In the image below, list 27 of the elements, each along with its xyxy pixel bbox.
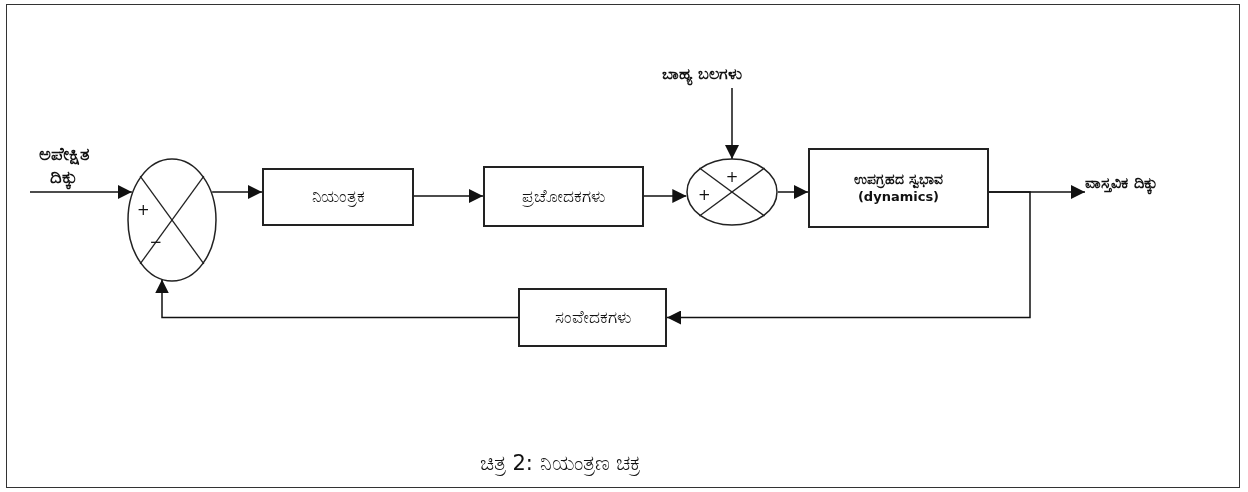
summing-junction: [127, 158, 217, 282]
block-label: ಸಂವೇದಕಗಳು: [554, 306, 631, 329]
block-label: ಪ್ರಚೋದಕಗಳು: [522, 185, 605, 208]
arrow: [155, 278, 519, 319]
caption: ಚಿತ್ರ 2: ನಿಯಂತ್ರಣ ಚಕ್ರ: [478, 450, 642, 478]
sign-label: +: [136, 202, 150, 218]
block-box: [808, 148, 989, 228]
arrow: [643, 189, 688, 203]
arrow: [777, 185, 809, 199]
sign-label: +: [725, 169, 739, 185]
block-label: ಉಪಗ್ರಹದ ಸ್ವಭಾವ: [854, 171, 943, 189]
arrow: [211, 185, 263, 199]
signal-label: ಅಪೇಕ್ಷಿತ ದಿಕ್ಕು: [26, 126, 102, 188]
block-box: [483, 166, 644, 227]
block-sublabel: (dynamics): [857, 188, 940, 205]
arrow: [413, 189, 484, 203]
block-box: [518, 288, 667, 347]
sign-label: +: [698, 187, 711, 203]
arrow: [29, 185, 133, 199]
signal-label: ಬಾಹ್ಯ ಬಲಗಳು: [662, 60, 802, 88]
signal-label: ವಾಸ್ತವಿಕ ದಿಕ್ಕು: [1085, 168, 1215, 198]
block-label: ನಿಯಂತ್ರಕ: [311, 186, 365, 208]
arrow: [725, 87, 739, 160]
block-box: [262, 168, 414, 226]
arrow: [666, 191, 1031, 325]
summing-junction: [686, 158, 778, 226]
sign-label: −: [149, 234, 163, 250]
